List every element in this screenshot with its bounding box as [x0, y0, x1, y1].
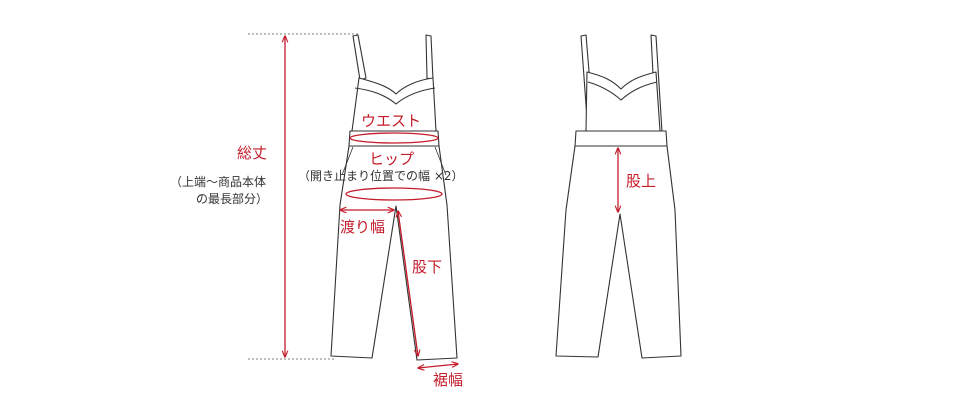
waist-ellipse: [349, 132, 439, 144]
inseam-label: 股下: [412, 258, 442, 276]
front-pocket-left: [341, 146, 354, 176]
total-length-label: 総丈: [237, 144, 267, 162]
total-length-note-1: （上端～商品本体: [170, 174, 266, 189]
hip-ellipse: [345, 187, 443, 201]
back-waistband: [574, 130, 668, 147]
inseam-arrow: [398, 211, 418, 356]
measurements: [285, 36, 618, 368]
back-bib-bottom-line: [587, 81, 658, 101]
rise-label: 股上: [626, 172, 656, 190]
thigh-label: 渡り幅: [340, 218, 385, 236]
front-left-strap: [352, 34, 367, 81]
back-trousers: [555, 145, 682, 359]
front-bib: [351, 77, 437, 132]
front-bib-bottom-line: [354, 87, 436, 105]
hip-note: （開き止まり位置での幅 ×2）: [298, 168, 464, 183]
hem-arrow: [418, 364, 458, 368]
total-length-note-2: の最長部分）: [196, 191, 268, 206]
back-bib: [585, 71, 661, 132]
front-overalls-drawing: [330, 34, 458, 361]
hip-label: ヒップ: [369, 150, 414, 168]
front-pocket-right: [434, 146, 447, 176]
back-overalls-drawing: [555, 34, 682, 359]
hem-label: 裾幅: [433, 371, 463, 389]
front-right-strap: [425, 34, 434, 81]
guides: [248, 33, 360, 360]
waist-label: ウエスト: [361, 112, 421, 130]
